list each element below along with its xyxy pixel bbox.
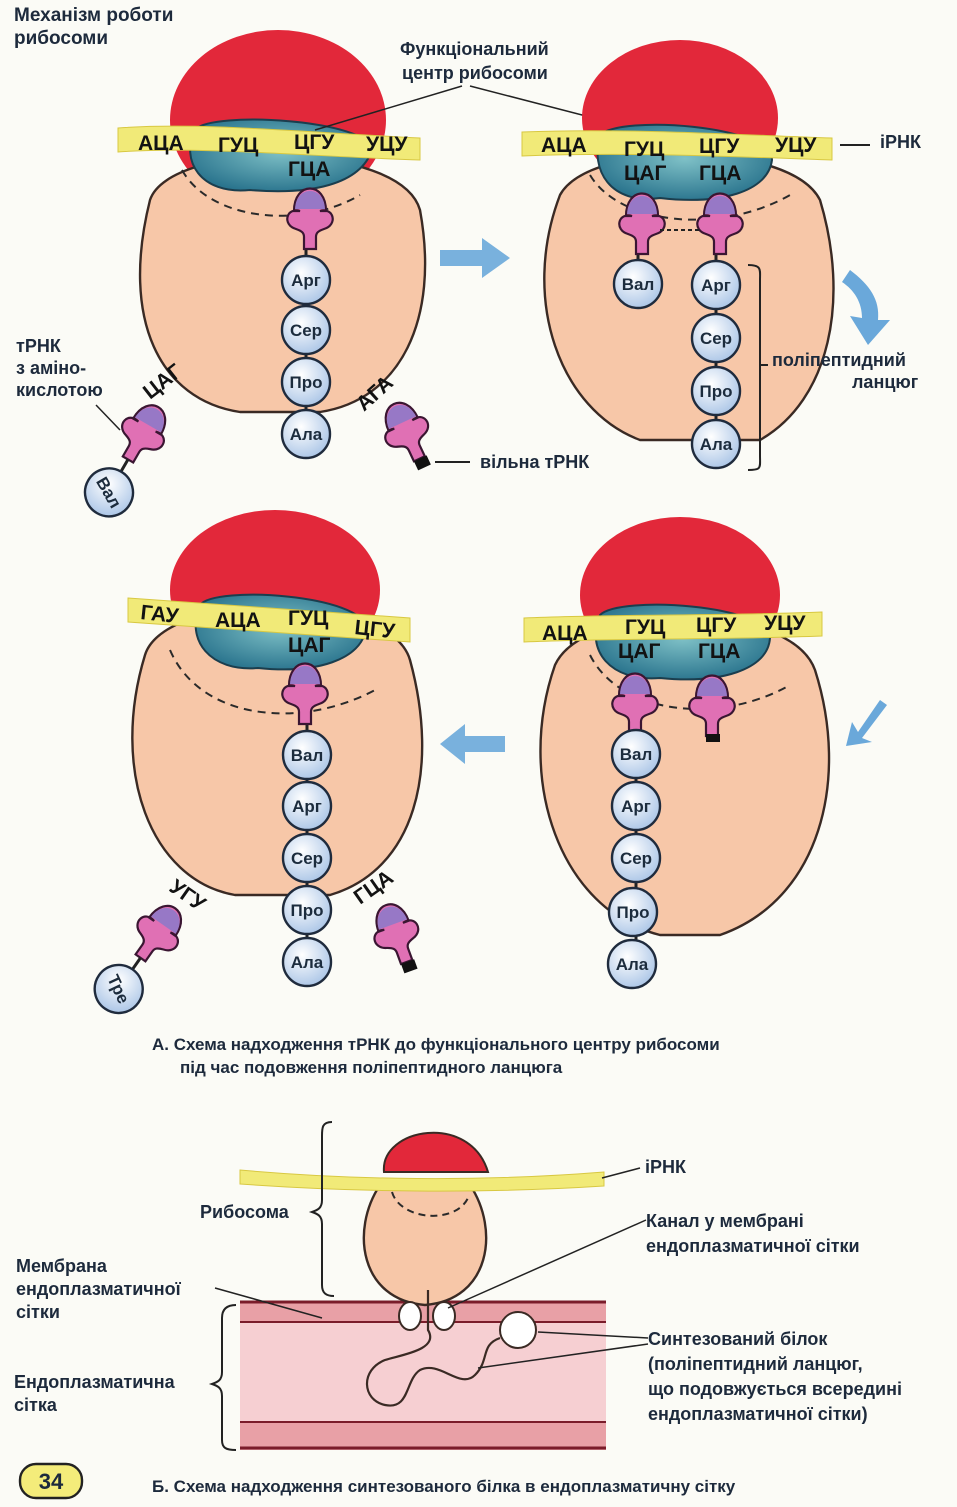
amino-acid-label: Про xyxy=(617,903,650,922)
codon-1: ГАУ xyxy=(139,601,180,628)
codon-1: АЦА xyxy=(542,622,588,645)
amino-acid-label: Сер xyxy=(700,329,732,348)
polypeptide-chain xyxy=(366,1290,501,1407)
panel-bottom-right: АЦА ГУЦ ЦГУ УЦУ ЦАГ ГЦА Вал Арг Сер Про … xyxy=(523,517,831,990)
label-membrane-3: сітки xyxy=(16,1302,60,1322)
arrow-left xyxy=(440,724,505,764)
label-protein-2: (поліпептидний ланцюг, xyxy=(648,1354,863,1374)
amino-acid-label: Про xyxy=(290,373,323,392)
mrna-strand xyxy=(117,125,421,161)
codon-4: УЦУ xyxy=(764,612,806,635)
amino-acid-chain: Арг Сер Про Ала xyxy=(280,250,332,460)
codon-3: ЦГУ xyxy=(294,131,335,154)
amino-acid-label: Сер xyxy=(290,321,322,340)
label-er-1: Ендоплазматична xyxy=(14,1372,176,1392)
amino-acid-label: Арг xyxy=(292,797,322,816)
label-b-ribosome: Рибосома xyxy=(200,1202,290,1222)
ribosome xyxy=(362,1183,488,1307)
label-protein-1: Синтезований білок xyxy=(648,1329,828,1349)
amino-acid xyxy=(280,356,332,408)
panel-bottom-left: ГАУ АЦА ГУЦ ЦГУ ЦАГ Вал Арг Сер Про Ала … xyxy=(93,510,430,1015)
amino-acid-label: Про xyxy=(700,382,733,401)
leaving-trna xyxy=(372,393,442,471)
label-free-trna: вільна тРНК xyxy=(480,452,590,472)
anticodon-1: ЦАГ xyxy=(624,162,667,185)
label-er-2: сітка xyxy=(14,1395,58,1415)
amino-acid-label: Ала xyxy=(291,953,324,972)
page-number: 34 xyxy=(39,1469,64,1494)
amino-acid-label: Ала xyxy=(616,955,649,974)
panel-top-left: АЦА ГУЦ ЦГУ УЦУ ГЦА Арг Сер Про Ала Вал … xyxy=(83,30,442,518)
amino-acid xyxy=(280,254,332,306)
label-protein-3: що подовжується всередині xyxy=(648,1379,902,1399)
amino-acid-label: Вал xyxy=(291,746,324,765)
amino-acid xyxy=(280,408,332,460)
codon-4: УЦУ xyxy=(775,134,817,157)
codon-3: ЦГУ xyxy=(699,135,740,158)
codon-4: УЦУ xyxy=(366,133,408,156)
codon-4: ЦГУ xyxy=(353,616,396,643)
amino-acid-label: Арг xyxy=(701,276,731,295)
amino-acid-label: Арг xyxy=(621,797,651,816)
amino-acid-label: Сер xyxy=(620,849,652,868)
caption-a-line1: А. Схема надходження тРНК до функціональ… xyxy=(152,1035,720,1054)
arrow-right xyxy=(440,238,510,278)
codon-1: АЦА xyxy=(138,132,184,155)
amino-acid-label: Арг xyxy=(291,271,321,290)
arrow-down-curve xyxy=(842,270,890,345)
page-number-badge xyxy=(18,1462,84,1500)
anticodon-1: ЦАГ xyxy=(618,640,661,663)
codon-2: ГУЦ xyxy=(624,138,665,161)
amino-acid-label: Вал xyxy=(622,275,655,294)
mrna-strand xyxy=(239,1169,605,1192)
amino-acid-label: Ала xyxy=(700,435,733,454)
label-channel-1: Канал у мембрані xyxy=(646,1211,804,1231)
amino-acid-label: Про xyxy=(291,901,324,920)
amino-acid-label: Ала xyxy=(290,425,323,444)
label-protein-4: ендоплазматичної сітки) xyxy=(648,1404,868,1424)
caption-b: Б. Схема надходження синтезованого білка… xyxy=(152,1477,736,1496)
label-functional-center-1: Функціональний xyxy=(400,39,549,59)
anticodon-2: ГЦА xyxy=(698,640,740,663)
ribosome-cap xyxy=(382,1131,490,1173)
title-line1: Механізм роботи xyxy=(14,5,173,26)
anticodon-2: ГЦА xyxy=(699,162,741,185)
codon-3: ГУЦ xyxy=(288,607,329,630)
incoming-trna: Тре xyxy=(93,894,195,1015)
label-channel-2: ендоплазматичної сітки xyxy=(646,1236,860,1256)
codon-2: ГУЦ xyxy=(218,134,259,157)
part-b-diagram xyxy=(208,1121,606,1451)
label-membrane-2: ендоплазматичної xyxy=(16,1279,182,1299)
leaving-trna xyxy=(363,896,430,974)
caption-a-line2: під час подовження поліпептидного ланцюг… xyxy=(180,1058,563,1077)
amino-acid xyxy=(280,304,332,356)
label-b-irna: іРНК xyxy=(645,1157,687,1177)
title-line2: рибосоми xyxy=(14,28,108,49)
label-trna-1: тРНК xyxy=(16,336,62,356)
label-polypeptide-1: поліпептидний xyxy=(772,350,906,370)
label-trna-3: кислотою xyxy=(16,380,103,400)
amino-acid-label: Вал xyxy=(620,745,653,764)
panel-top-right: АЦА ГУЦ ЦГУ УЦУ іРНК ЦАГ ГЦА Вал Арг Сер… xyxy=(521,40,922,471)
label-functional-center-2: центр рибосоми xyxy=(402,63,548,83)
codon-2: ГУЦ xyxy=(625,616,666,639)
codon-2: АЦА xyxy=(215,609,261,632)
incoming-trna: Вал xyxy=(83,394,180,518)
codon-1: АЦА xyxy=(541,134,587,157)
anticodon-label: ЦАГ xyxy=(288,634,331,657)
label-trna-2: з аміно- xyxy=(16,358,86,378)
label-polypeptide-2: ланцюг xyxy=(852,372,919,392)
codon-3: ЦГУ xyxy=(696,614,737,637)
anticodon-label: ГЦА xyxy=(288,158,330,181)
amino-acid-label: Сер xyxy=(291,849,323,868)
arrow-down-left xyxy=(846,700,887,746)
label-irna: іРНК xyxy=(880,132,922,152)
label-membrane-1: Мембрана xyxy=(16,1256,108,1276)
